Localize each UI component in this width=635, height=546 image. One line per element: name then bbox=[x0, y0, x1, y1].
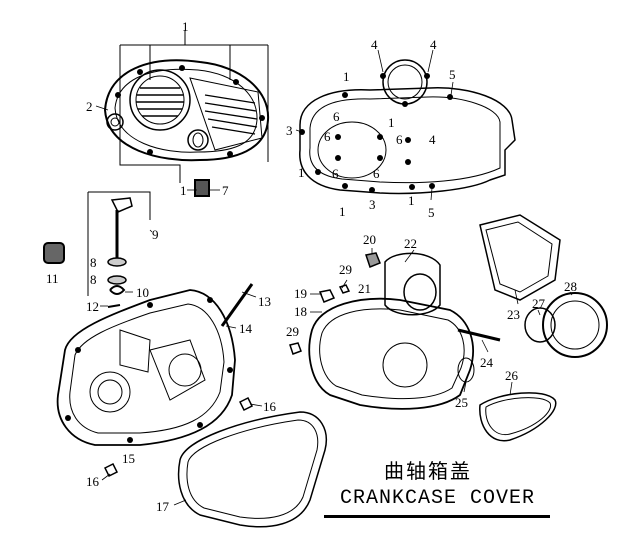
callout-2: 2 bbox=[86, 99, 93, 114]
callout-4: 4 bbox=[371, 37, 378, 52]
callout-11: 11 bbox=[46, 271, 59, 286]
callout-26: 26 bbox=[505, 368, 518, 383]
crankcase-body bbox=[56, 289, 254, 478]
callout-17: 17 bbox=[156, 499, 169, 514]
callout-25: 25 bbox=[455, 395, 468, 410]
crankcase-gasket bbox=[177, 411, 327, 528]
dowel-pin bbox=[220, 283, 254, 327]
cover-gasket bbox=[299, 59, 516, 195]
callout-20: 20 bbox=[363, 232, 376, 247]
callout-21: 21 bbox=[358, 281, 371, 296]
callout-24: 24 bbox=[480, 355, 493, 370]
title-chinese: 曲轴箱盖 bbox=[384, 459, 472, 483]
callout-22: 22 bbox=[404, 236, 417, 251]
callout-29: 29 bbox=[339, 262, 352, 277]
callout-8: 8 bbox=[90, 255, 97, 270]
callout-28: 28 bbox=[564, 279, 577, 294]
leader-lines bbox=[95, 49, 573, 506]
callout-12: 12 bbox=[86, 299, 99, 314]
callout-27: 27 bbox=[532, 296, 545, 311]
shift-shaft-parts bbox=[43, 191, 151, 308]
callout-6: 6 bbox=[332, 166, 339, 181]
callout-1: 1 bbox=[343, 69, 350, 84]
callout-10: 10 bbox=[136, 285, 149, 300]
clutch-cover bbox=[289, 252, 501, 410]
title-underline bbox=[324, 515, 550, 518]
callout-3: 3 bbox=[369, 197, 376, 212]
callout-16: 16 bbox=[263, 399, 276, 414]
callout-5: 5 bbox=[449, 67, 456, 82]
callout-1: 1 bbox=[180, 183, 187, 198]
callout-23: 23 bbox=[507, 307, 520, 322]
callout-14: 14 bbox=[239, 321, 252, 336]
callout-15: 15 bbox=[122, 451, 135, 466]
callout-9: 9 bbox=[152, 227, 159, 242]
callout-29: 29 bbox=[286, 324, 299, 339]
callout-5: 5 bbox=[428, 205, 435, 220]
callout-4: 4 bbox=[429, 132, 436, 147]
callout-7: 7 bbox=[222, 183, 229, 198]
right-side-cover-assembly bbox=[103, 30, 270, 197]
callout-19: 19 bbox=[294, 286, 307, 301]
callout-1: 1 bbox=[408, 193, 415, 208]
callout-18: 18 bbox=[294, 304, 307, 319]
title-english: CRANKCASE COVER bbox=[340, 487, 536, 510]
callout-1: 1 bbox=[298, 165, 305, 180]
side-covers-right bbox=[479, 214, 608, 442]
callout-6: 6 bbox=[396, 132, 403, 147]
callout-1: 1 bbox=[182, 19, 189, 34]
callout-8: 8 bbox=[90, 272, 97, 287]
callout-6: 6 bbox=[333, 109, 340, 124]
callout-4: 4 bbox=[430, 37, 437, 52]
callout-6: 6 bbox=[324, 129, 331, 144]
callout-6: 6 bbox=[373, 166, 380, 181]
callout-3: 3 bbox=[286, 123, 293, 138]
callout-1: 1 bbox=[388, 115, 395, 130]
callout-1: 1 bbox=[339, 204, 346, 219]
callout-16: 16 bbox=[86, 474, 99, 489]
callout-13: 13 bbox=[258, 294, 271, 309]
